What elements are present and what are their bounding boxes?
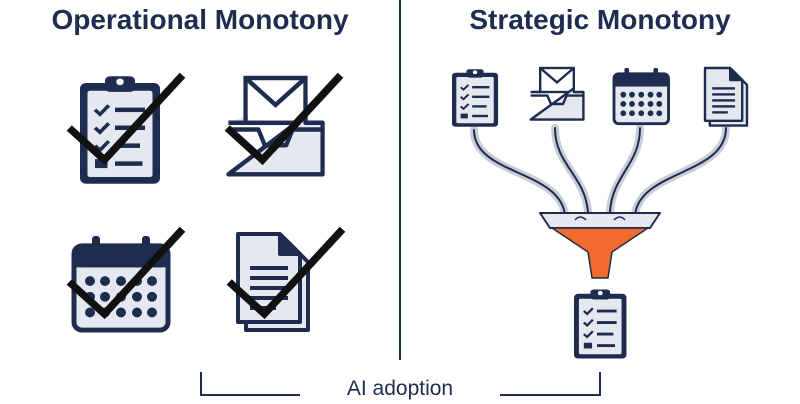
calendar-icon [612,66,670,126]
operational-monotony-title: Operational Monotony [51,4,349,35]
clipboard-checklist-icon [572,288,628,360]
inbox-envelope-icon [228,78,322,174]
inbox-envelope-icon [529,66,585,121]
documents-icon [703,66,749,127]
funnel-icon [539,212,661,279]
operational-tasks-group [72,76,340,330]
ai-adoption-label: AI adoption [300,374,500,404]
strategic-monotony-title: Strategic Monotony [469,4,731,35]
calendar-icon [74,236,168,330]
clipboard-checklist-icon [450,68,500,128]
clipboard-checklist-icon [78,74,162,186]
pipes-group [470,124,730,219]
